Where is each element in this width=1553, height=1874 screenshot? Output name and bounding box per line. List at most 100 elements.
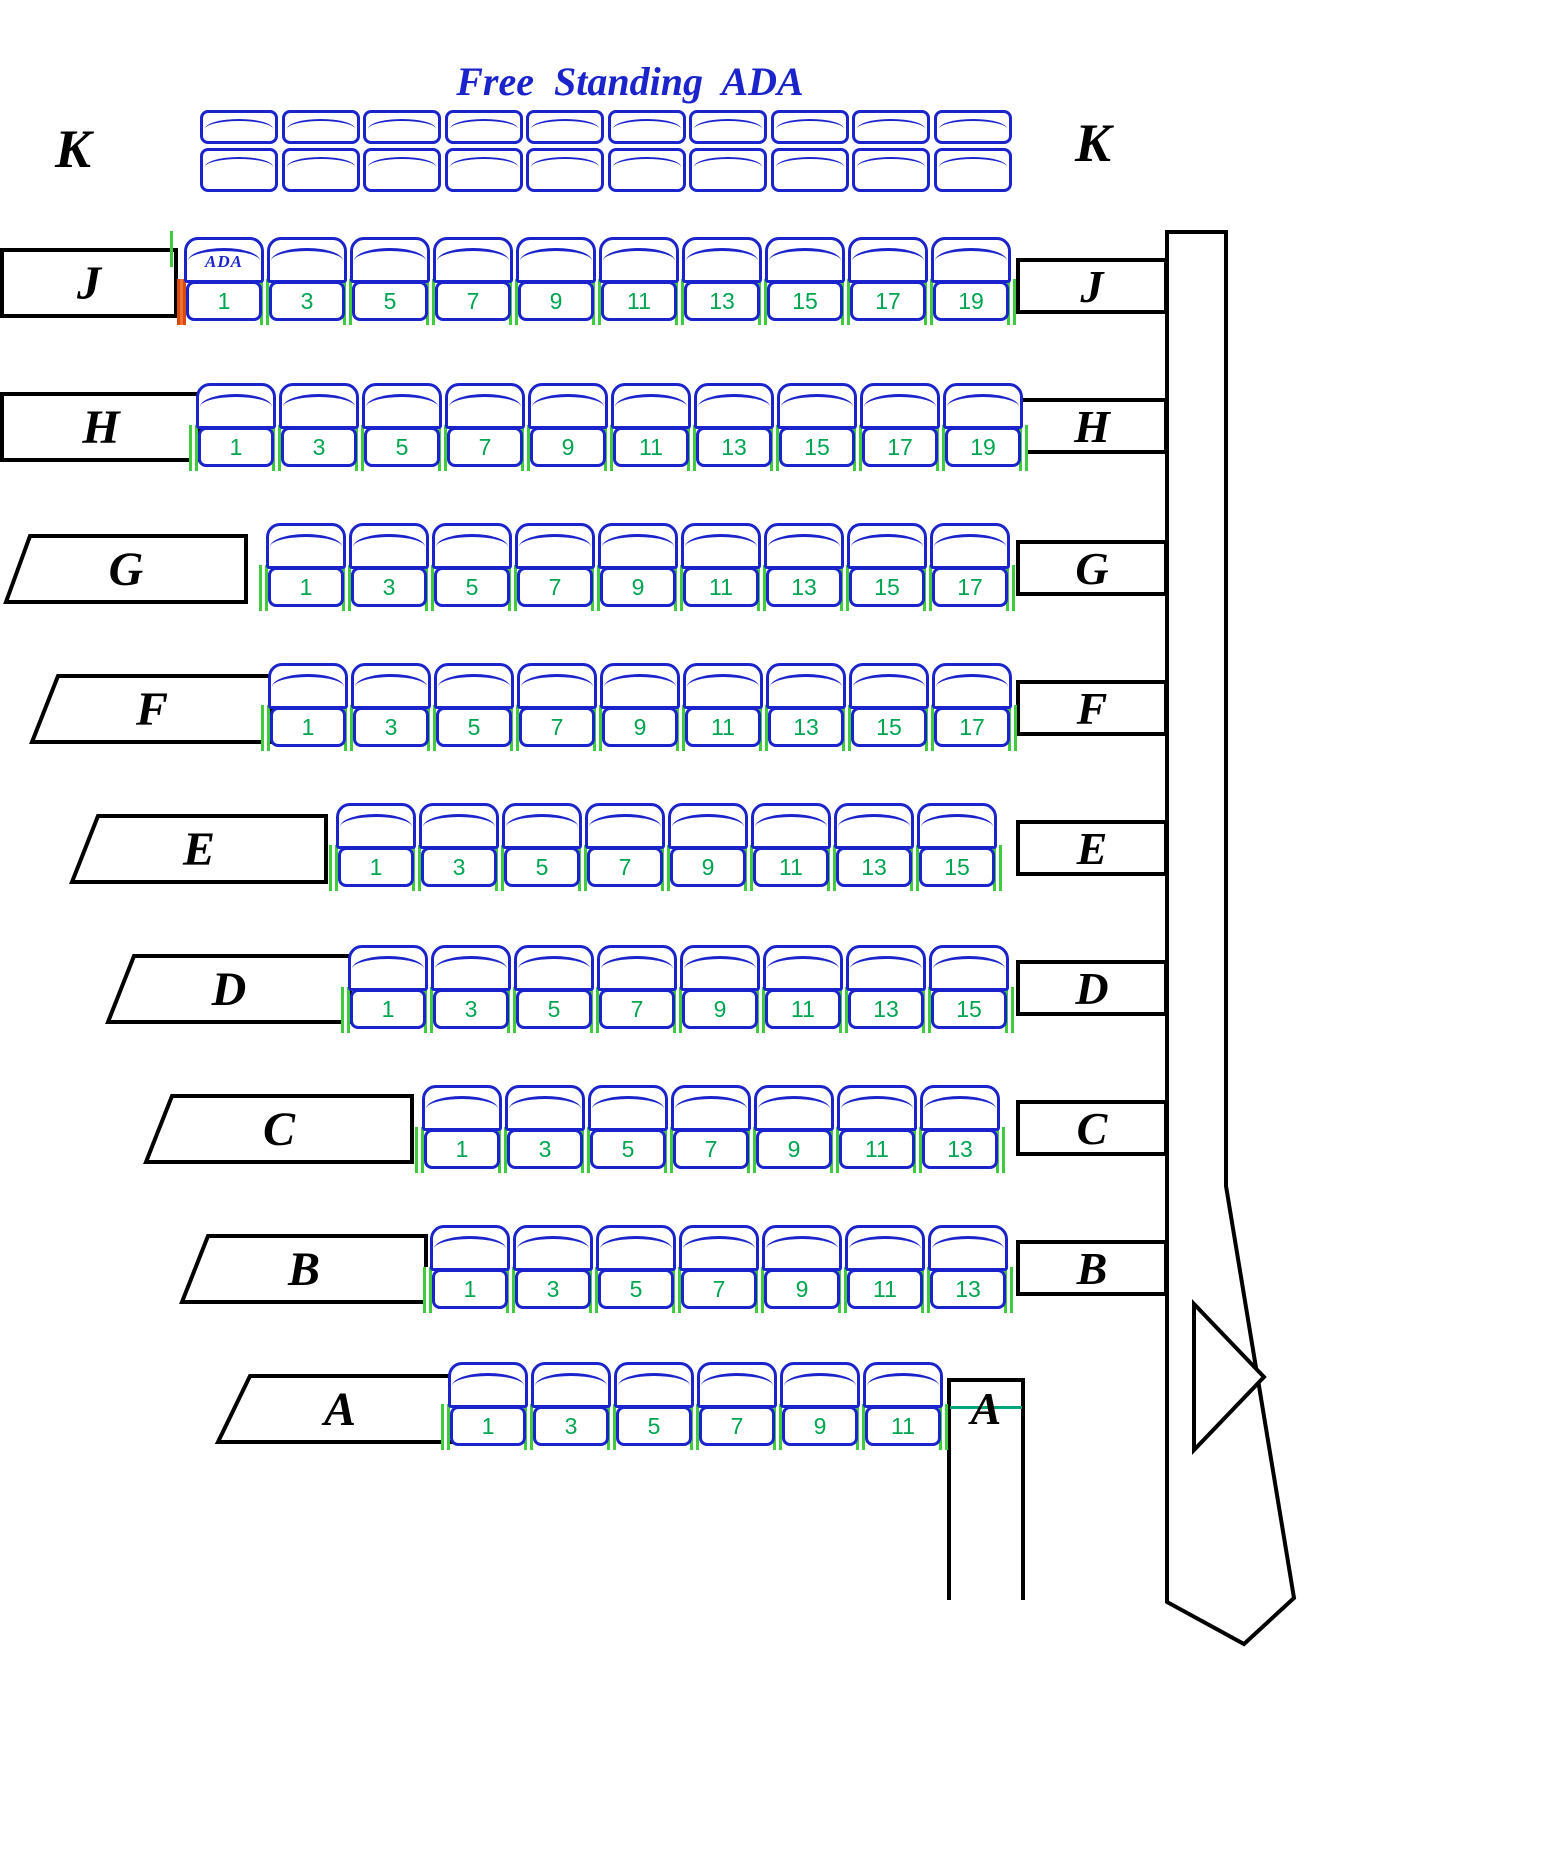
free-standing-chair-seat[interactable]: [526, 148, 604, 192]
seat-B-13[interactable]: 13: [930, 1269, 1006, 1309]
seat-F-1[interactable]: 1: [270, 707, 346, 747]
seat-H-17[interactable]: 17: [862, 427, 938, 467]
free-standing-chair-seat[interactable]: [689, 148, 767, 192]
seat-G-9[interactable]: 9: [600, 567, 676, 607]
free-standing-chair-seat[interactable]: [363, 148, 441, 192]
seat-J-9[interactable]: 9: [518, 281, 594, 321]
seat-H-5[interactable]: 5: [364, 427, 440, 467]
free-standing-chair-back[interactable]: [444, 110, 523, 144]
seat-F-9[interactable]: 9: [602, 707, 678, 747]
row-label-right-B: B: [1076, 1242, 1108, 1294]
free-standing-chair-back[interactable]: [281, 110, 360, 144]
seat-A-3[interactable]: 3: [533, 1406, 609, 1446]
free-standing-chair-seat[interactable]: [852, 148, 930, 192]
seat-D-13[interactable]: 13: [848, 989, 924, 1029]
free-standing-chair-seat[interactable]: [770, 148, 849, 192]
seat-D-1[interactable]: 1: [350, 989, 426, 1029]
free-standing-chair-seat[interactable]: [281, 148, 360, 192]
seat-F-11[interactable]: 11: [685, 707, 761, 747]
seat-F-13[interactable]: 13: [768, 707, 844, 747]
seat-F-15[interactable]: 15: [851, 707, 927, 747]
free-standing-chair-back[interactable]: [933, 110, 1012, 144]
seat-G-7[interactable]: 7: [517, 567, 593, 607]
seat-B-3[interactable]: 3: [515, 1269, 591, 1309]
seat-E-3[interactable]: 3: [421, 847, 497, 887]
seat-H-19[interactable]: 19: [945, 427, 1021, 467]
row-right-box-E: E: [1016, 820, 1168, 876]
seat-G-5[interactable]: 5: [434, 567, 510, 607]
seat-J-11[interactable]: 11: [601, 281, 677, 321]
seat-H-7[interactable]: 7: [447, 427, 523, 467]
seat-F-3[interactable]: 3: [353, 707, 429, 747]
seat-H-1[interactable]: 1: [198, 427, 274, 467]
seat-J-7[interactable]: 7: [435, 281, 511, 321]
free-standing-chair-seat[interactable]: [607, 148, 686, 192]
seat-E-11[interactable]: 11: [753, 847, 829, 887]
seat-G-17[interactable]: 17: [932, 567, 1008, 607]
seat-B-11[interactable]: 11: [847, 1269, 923, 1309]
seat-C-1[interactable]: 1: [424, 1129, 500, 1169]
seat-F-17[interactable]: 17: [934, 707, 1010, 747]
seat-D-3[interactable]: 3: [433, 989, 509, 1029]
seat-E-13[interactable]: 13: [836, 847, 912, 887]
seat-J-3[interactable]: 3: [269, 281, 345, 321]
seat-J-1[interactable]: 1: [186, 281, 262, 321]
seat-G-11[interactable]: 11: [683, 567, 759, 607]
seat-B-9[interactable]: 9: [764, 1269, 840, 1309]
seat-G-1[interactable]: 1: [268, 567, 344, 607]
free-standing-chair-back[interactable]: [200, 110, 278, 144]
seat-E-15[interactable]: 15: [919, 847, 995, 887]
free-standing-chair-back[interactable]: [770, 110, 849, 144]
seat-J-17[interactable]: 17: [850, 281, 926, 321]
seat-J-5[interactable]: 5: [352, 281, 428, 321]
chair-back-F-5: [434, 663, 514, 709]
seat-H-3[interactable]: 3: [281, 427, 357, 467]
seat-J-13[interactable]: 13: [684, 281, 760, 321]
seat-D-11[interactable]: 11: [765, 989, 841, 1029]
seat-B-5[interactable]: 5: [598, 1269, 674, 1309]
seat-A-9[interactable]: 9: [782, 1406, 858, 1446]
free-standing-chair-seat[interactable]: [200, 148, 278, 192]
seat-J-19[interactable]: 19: [933, 281, 1009, 321]
free-standing-chair-back[interactable]: [689, 110, 767, 144]
seat-H-15[interactable]: 15: [779, 427, 855, 467]
seat-G-13[interactable]: 13: [766, 567, 842, 607]
free-standing-chair-seat[interactable]: [933, 148, 1012, 192]
seat-C-11[interactable]: 11: [839, 1129, 915, 1169]
seat-E-1[interactable]: 1: [338, 847, 414, 887]
seat-D-9[interactable]: 9: [682, 989, 758, 1029]
seat-C-9[interactable]: 9: [756, 1129, 832, 1169]
free-standing-chair-back[interactable]: [852, 110, 930, 144]
seat-H-9[interactable]: 9: [530, 427, 606, 467]
row-right-box-H: H: [1016, 398, 1168, 454]
seat-C-7[interactable]: 7: [673, 1129, 749, 1169]
seat-E-9[interactable]: 9: [670, 847, 746, 887]
seat-A-11[interactable]: 11: [865, 1406, 941, 1446]
seat-C-3[interactable]: 3: [507, 1129, 583, 1169]
seat-H-11[interactable]: 11: [613, 427, 689, 467]
seat-J-15[interactable]: 15: [767, 281, 843, 321]
seat-G-15[interactable]: 15: [849, 567, 925, 607]
seat-A-1[interactable]: 1: [450, 1406, 526, 1446]
seat-C-13[interactable]: 13: [922, 1129, 998, 1169]
seat-B-7[interactable]: 7: [681, 1269, 757, 1309]
chair-back-H-7: [445, 383, 525, 429]
seat-H-13[interactable]: 13: [696, 427, 772, 467]
seat-E-5[interactable]: 5: [504, 847, 580, 887]
seat-A-5[interactable]: 5: [616, 1406, 692, 1446]
seat-A-7[interactable]: 7: [699, 1406, 775, 1446]
seat-B-1[interactable]: 1: [432, 1269, 508, 1309]
free-standing-chair-back[interactable]: [363, 110, 441, 144]
seat-G-3[interactable]: 3: [351, 567, 427, 607]
seat-D-5[interactable]: 5: [516, 989, 592, 1029]
row-label-right-H: H: [1074, 400, 1110, 452]
seat-D-15[interactable]: 15: [931, 989, 1007, 1029]
seat-E-7[interactable]: 7: [587, 847, 663, 887]
seat-F-7[interactable]: 7: [519, 707, 595, 747]
seat-F-5[interactable]: 5: [436, 707, 512, 747]
seat-C-5[interactable]: 5: [590, 1129, 666, 1169]
free-standing-chair-back[interactable]: [526, 110, 604, 144]
seat-D-7[interactable]: 7: [599, 989, 675, 1029]
free-standing-chair-seat[interactable]: [444, 148, 523, 192]
free-standing-chair-back[interactable]: [607, 110, 686, 144]
